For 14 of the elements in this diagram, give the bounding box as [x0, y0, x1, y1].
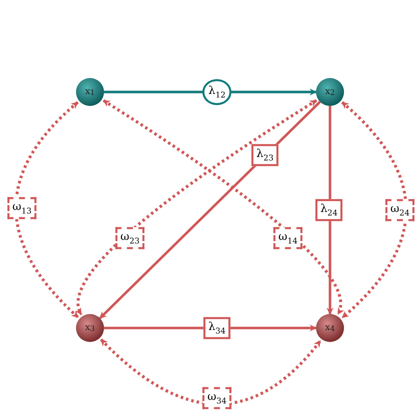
- edge-label: λ$_{12}$: [202, 79, 232, 105]
- edge-label: λ$_{34}$: [203, 317, 231, 339]
- edge-label: ω$_{23}$: [115, 227, 145, 249]
- edge-label: ω$_{24}$: [385, 199, 415, 221]
- arrow: [326, 106, 334, 315]
- edge-label: λ$_{23}$: [251, 144, 279, 166]
- edge-label: ω$_{14}$: [273, 227, 303, 249]
- dotted-arrow: [100, 338, 322, 406]
- edge-label: ω$_{34}$: [202, 387, 232, 409]
- dotted-arrow: [341, 101, 408, 319]
- arrow: [104, 324, 317, 332]
- edge-label: ω$_{13}$: [7, 197, 37, 219]
- dotted-arrow: [14, 101, 80, 318]
- edge-label: λ$_{24}$: [315, 199, 343, 221]
